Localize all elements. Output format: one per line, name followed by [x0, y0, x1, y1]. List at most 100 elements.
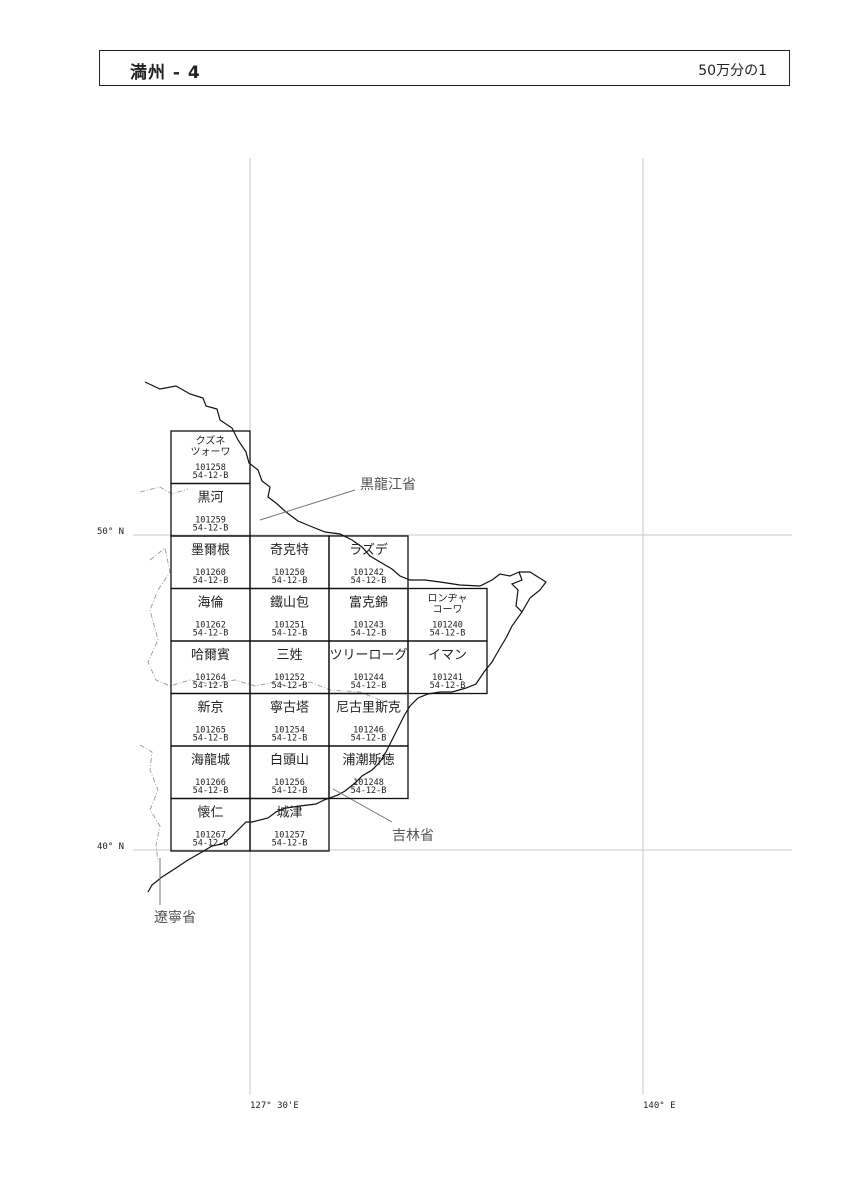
sheet-series: 54-12-B: [272, 786, 308, 796]
map-header: 満州 - 4 50万分の1: [99, 50, 790, 86]
sheet-name: 海倫: [197, 596, 223, 611]
sheet-series: 54-12-B: [193, 471, 229, 481]
sheet-border: [407, 640, 488, 695]
sheet-series: 54-12-B: [272, 576, 308, 586]
sheet-series: 54-12-B: [193, 839, 229, 849]
sheet-name: 奇克特: [270, 542, 309, 558]
sheet-name: 富克錦: [349, 595, 388, 611]
sheet-series: 54-12-B: [351, 576, 387, 586]
sheet-series: 54-12-B: [193, 734, 229, 744]
sheet-number: 101250: [274, 568, 305, 578]
sheet-name: 白頭山: [270, 752, 309, 768]
axis-label-50n: 50° N: [97, 527, 124, 537]
sheet-series: 54-12-B: [272, 629, 308, 639]
sheet-series: 54-12-B: [351, 681, 387, 691]
sheet-number: 101241: [432, 673, 463, 683]
sheet-name: 懐仁: [197, 805, 223, 821]
sheet-name: 浦潮斯徳: [342, 753, 394, 768]
sheet-number: 101259: [195, 516, 226, 526]
sheet-series: 54-12-B: [351, 734, 387, 744]
sheet-series: 54-12-B: [193, 524, 229, 534]
coastline-east: [519, 571, 547, 613]
sheet-number: 101252: [274, 673, 305, 683]
sheet-name: ラズデ: [349, 542, 388, 558]
sheet-name: ツォーワ: [191, 447, 231, 458]
sheet-name: 三姓: [276, 648, 302, 663]
sheet-name: 墨爾根: [191, 543, 230, 558]
sheet-series: 54-12-B: [351, 629, 387, 639]
axis-label-127-30e: 127° 30'E: [250, 1101, 299, 1111]
sheet-number: 101251: [274, 621, 305, 631]
sheet-series: 54-12-B: [193, 681, 229, 691]
sheet-name: ロンヂャ: [428, 593, 468, 605]
region-label-heilongjiang: 黒龍江省: [360, 476, 416, 493]
sheet-name: 哈爾賓: [191, 647, 230, 663]
sheet-grid: クズネツォーワ10125854-12-B黒河10125954-12-B墨爾根10…: [170, 430, 488, 852]
sheet-number: 101260: [195, 568, 226, 578]
sheet-number: 101248: [353, 778, 384, 788]
sheet-series: 54-12-B: [272, 734, 308, 744]
axis-label-140e: 140° E: [643, 1101, 676, 1111]
sheet-series: 54-12-B: [351, 786, 387, 796]
sheet-number: 101256: [274, 778, 305, 788]
sheet-number: 101266: [195, 778, 226, 788]
sheet-name: 鐵山包: [270, 595, 309, 611]
sheet-name: ツリーローグ: [329, 648, 407, 663]
sheet-border: [249, 797, 330, 852]
sheet-border: [328, 745, 409, 800]
region-label-jilin: 吉林省: [392, 828, 434, 844]
sheet-series: 54-12-B: [193, 786, 229, 796]
sheet-series: 54-12-B: [430, 629, 466, 639]
sheet-name: 海龍城: [191, 752, 230, 768]
sheet-number: 101258: [195, 463, 226, 473]
sheet-series: 54-12-B: [193, 576, 229, 586]
sheet-series: 54-12-B: [430, 681, 466, 691]
border-internal: [139, 486, 189, 495]
axis-label-40n: 40° N: [97, 842, 124, 852]
sheet-name: 新京: [197, 700, 223, 716]
sheet-number: 101265: [195, 726, 226, 736]
sheet-name: 城津: [276, 806, 302, 821]
map-scale: 50万分の1: [698, 63, 767, 79]
sheet-number: 101246: [353, 726, 384, 736]
sheet-number: 101243: [353, 621, 384, 631]
sheet-series: 54-12-B: [272, 681, 308, 691]
sheet-name: イマン: [428, 648, 467, 663]
region-label-liaoning: 遼寧省: [154, 909, 196, 926]
sheet-number: 101242: [353, 568, 384, 578]
sheet-series: 54-12-B: [193, 629, 229, 639]
sheet-number: 101240: [432, 621, 463, 631]
sheet-name: 尼古里斯克: [336, 701, 401, 716]
sheet-name: クズネ: [196, 434, 226, 447]
sheet-number: 101264: [195, 673, 226, 683]
sheet-number: 101262: [195, 621, 226, 631]
page-title: 満州 - 4: [130, 63, 201, 83]
leader-jilin: [332, 788, 393, 823]
coastline: [144, 381, 523, 893]
sheet-series: 54-12-B: [272, 839, 308, 849]
leader-heilongjiang: [259, 489, 356, 521]
sheet-number: 101244: [353, 673, 384, 683]
